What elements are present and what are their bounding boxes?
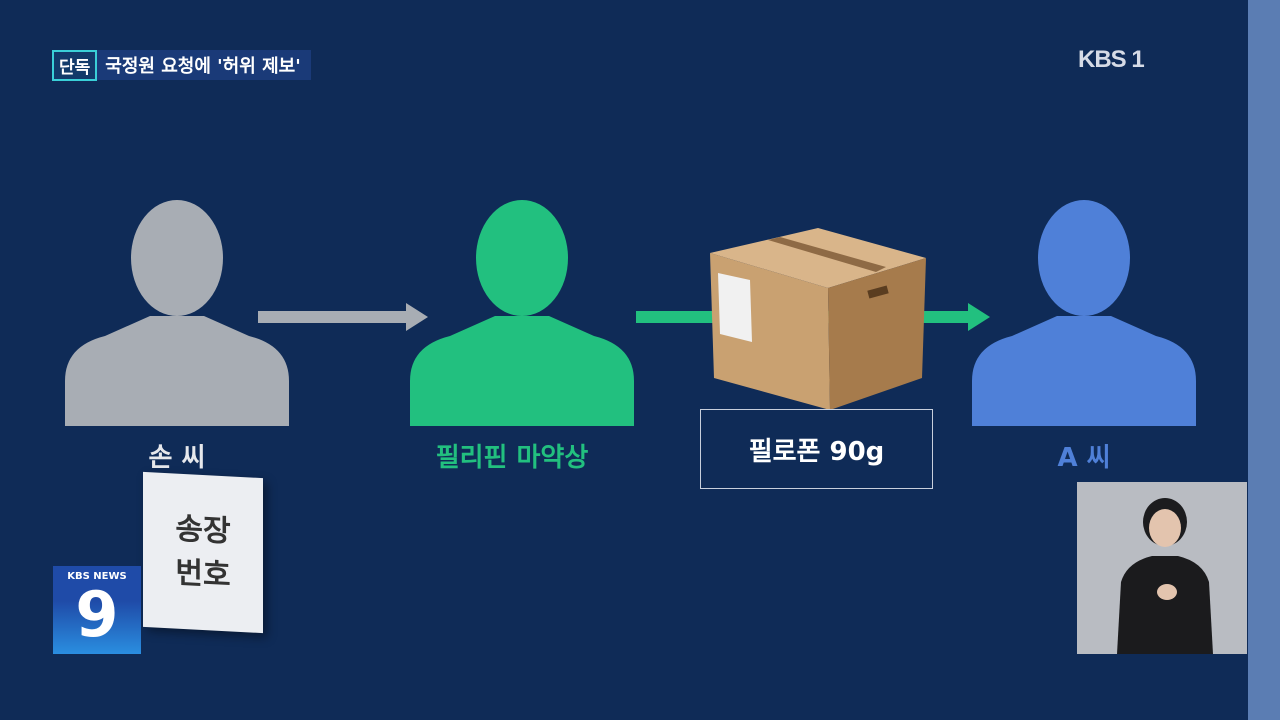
side-strip xyxy=(1248,0,1280,720)
person-a-icon xyxy=(972,200,1196,426)
channel-logo: KBS 1 xyxy=(1078,46,1145,73)
label-dealer: 필리핀 마약상 xyxy=(435,443,589,473)
kbs-news9-logo: KBS NEWS 9 xyxy=(53,566,141,654)
interpreter-figure-icon xyxy=(1117,498,1213,654)
news-logo-number: 9 xyxy=(75,578,119,651)
label-a: A 씨 xyxy=(1057,443,1111,473)
news-logo-top: KBS NEWS xyxy=(67,571,127,582)
label-son: 손 씨 xyxy=(148,443,206,473)
person-son-icon xyxy=(65,200,289,426)
note-line2: 번호 xyxy=(175,555,231,593)
arrow-gray-icon xyxy=(258,303,428,331)
package-box-icon xyxy=(710,228,926,410)
exclusive-tag: 단독 xyxy=(52,49,98,81)
sign-language-interpreter xyxy=(1077,482,1247,654)
headline-banner: 단독 국정원 요청에 '허위 제보' xyxy=(52,49,311,81)
headline-text: 국정원 요청에 '허위 제보' xyxy=(105,56,301,77)
package-label: 필로폰 90g xyxy=(700,409,933,489)
person-dealer-icon xyxy=(410,200,634,426)
note-line1: 송장 xyxy=(175,511,231,549)
